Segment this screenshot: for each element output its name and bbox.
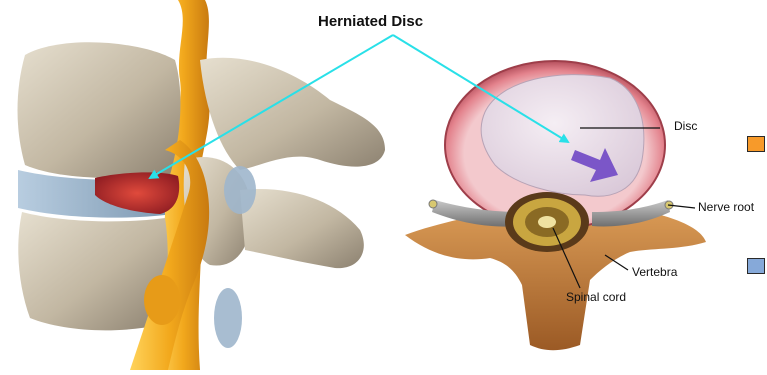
facet-cartilage-upper: [224, 166, 256, 214]
label-vertebra: Vertebra: [632, 265, 677, 279]
facet-cartilage-lower: [214, 288, 242, 348]
nerve-ganglion: [144, 275, 180, 325]
label-spinal-cord: Spinal cord: [566, 290, 626, 304]
nerve-root-left-end: [429, 200, 437, 208]
blue-legend-swatch: [747, 258, 765, 274]
lower-spinous-process: [240, 189, 364, 268]
spine-lateral-illustration: [18, 0, 386, 370]
label-disc: Disc: [674, 119, 697, 133]
axial-cross-section-illustration: [405, 61, 706, 350]
diagram-title: Herniated Disc: [318, 13, 423, 30]
upper-vertebral-body: [18, 42, 181, 178]
upper-spinous-process: [200, 58, 385, 170]
orange-legend-swatch: [747, 136, 765, 152]
lower-vertebral-body: [18, 212, 167, 330]
spinal-cord-center: [538, 216, 556, 228]
label-nerve-root: Nerve root: [698, 200, 754, 214]
